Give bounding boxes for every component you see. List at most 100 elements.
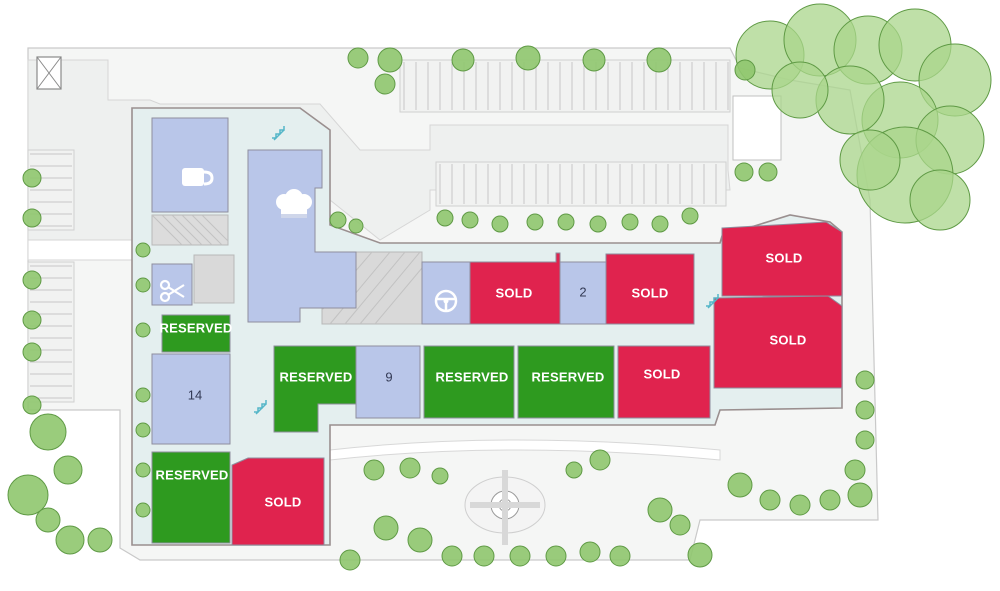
coffee-cup-icon <box>182 168 214 186</box>
tree <box>135 422 151 438</box>
unit-shape <box>713 295 843 389</box>
tree <box>855 400 875 420</box>
tree <box>727 472 753 498</box>
unit-label: RESERVED <box>532 369 605 384</box>
unit-label: 9 <box>385 369 392 384</box>
unit-sold-e[interactable]: SOLD <box>617 345 711 419</box>
amenity-spaces <box>151 117 471 325</box>
tree <box>55 525 85 555</box>
tree <box>87 527 113 553</box>
unit-label: SOLD <box>632 285 669 300</box>
tree <box>509 545 531 567</box>
tree <box>22 168 42 188</box>
tree <box>909 169 971 231</box>
tree <box>839 129 901 191</box>
tree <box>135 502 151 518</box>
unit-reserved-b[interactable]: RESERVED <box>273 345 357 433</box>
unit-label: 2 <box>579 284 586 299</box>
tree <box>35 507 61 533</box>
tree <box>407 527 433 553</box>
unit-reserved-c[interactable]: RESERVED <box>423 345 515 419</box>
unit-sold-c[interactable]: SOLD <box>721 221 843 297</box>
chef-hat-icon <box>276 189 312 218</box>
unit-label: SOLD <box>265 494 302 509</box>
unit-label: RESERVED <box>280 369 353 384</box>
tree <box>847 482 873 508</box>
tree <box>348 218 364 234</box>
unit-shape <box>469 252 561 325</box>
scissors-icon <box>159 279 185 303</box>
unit-label: SOLD <box>770 332 807 347</box>
tree <box>491 215 509 233</box>
tree <box>441 545 463 567</box>
unit-label: SOLD <box>496 285 533 300</box>
unit-sold-f[interactable]: SOLD <box>231 457 325 546</box>
unit-shape <box>355 345 421 419</box>
unit-sold-a[interactable]: SOLD <box>469 252 561 325</box>
unit-shape <box>605 253 695 325</box>
tree <box>855 370 875 390</box>
tree <box>789 494 811 516</box>
tree <box>135 462 151 478</box>
tree <box>431 467 449 485</box>
tree <box>22 310 42 330</box>
unit-label: RESERVED <box>436 369 509 384</box>
tree <box>347 47 369 69</box>
tree <box>377 47 403 73</box>
tree <box>135 387 151 403</box>
tree <box>22 395 42 415</box>
stairs-icon <box>272 126 285 141</box>
unit-reserved-e[interactable]: RESERVED <box>151 451 231 544</box>
tree <box>22 208 42 228</box>
unit-shape <box>161 314 231 353</box>
tree <box>135 277 151 293</box>
unit-unit-9[interactable]: 9 <box>355 345 421 419</box>
tree <box>557 213 575 231</box>
tree <box>589 215 607 233</box>
unit-unit-2[interactable]: 2 <box>559 261 607 325</box>
tree <box>399 457 421 479</box>
tree <box>621 213 639 231</box>
tree <box>339 549 361 571</box>
tree <box>758 162 778 182</box>
unit-reserved-a[interactable]: RESERVED <box>160 314 233 353</box>
tree <box>135 322 151 338</box>
tree <box>734 162 754 182</box>
tree <box>436 209 454 227</box>
unit-label: 14 <box>188 387 202 402</box>
unit-shape <box>231 457 325 546</box>
tree <box>526 213 544 231</box>
tree <box>855 430 875 450</box>
tree <box>651 215 669 233</box>
tree <box>589 449 611 471</box>
tree <box>473 545 495 567</box>
steering-wheel-icon <box>434 289 458 313</box>
unit-label: SOLD <box>644 366 681 381</box>
unit-shape <box>151 353 231 445</box>
tree <box>681 207 699 225</box>
tree <box>819 489 841 511</box>
tree <box>579 541 601 563</box>
unit-reserved-d[interactable]: RESERVED <box>517 345 615 419</box>
unit-sold-b[interactable]: SOLD <box>605 253 695 325</box>
tree <box>646 47 672 73</box>
unit-sold-d[interactable]: SOLD <box>713 295 843 389</box>
tree <box>609 545 631 567</box>
tree <box>647 497 673 523</box>
tree <box>22 270 42 290</box>
unit-unit-14[interactable]: 14 <box>151 353 231 445</box>
unit-shape <box>617 345 711 419</box>
landscape-trees <box>7 3 992 571</box>
tree <box>759 489 781 511</box>
tree <box>7 474 49 516</box>
tree <box>29 413 67 451</box>
unit-shape <box>517 345 615 419</box>
tree <box>734 59 756 81</box>
tree <box>582 48 606 72</box>
tree <box>135 242 151 258</box>
tree <box>373 515 399 541</box>
tree <box>687 542 713 568</box>
unit-shape <box>721 221 843 297</box>
